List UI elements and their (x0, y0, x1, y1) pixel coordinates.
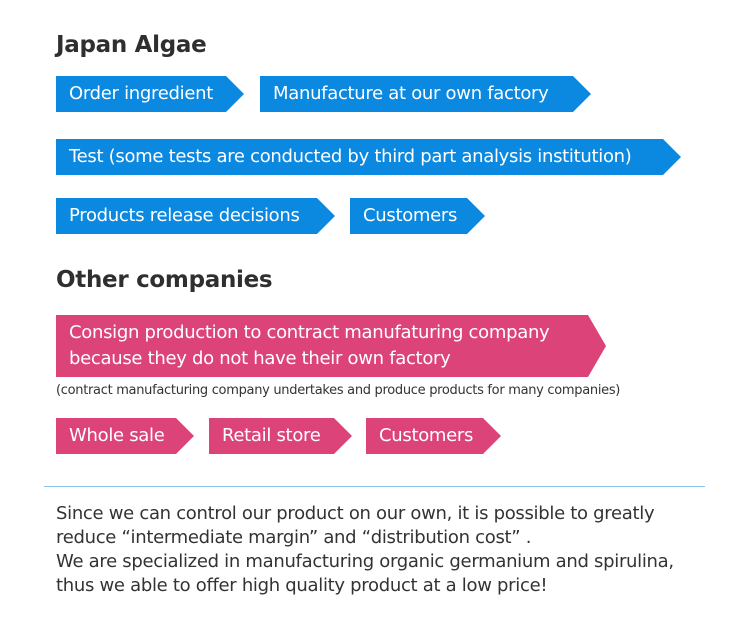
summary-line-4: thus we able to offer high quality produ… (56, 575, 548, 596)
consign-line-2: because they do not have their own facto… (69, 348, 451, 369)
step-test: Test (some tests are conducted by third … (56, 139, 681, 175)
step-order-ingredient: Order ingredient (56, 76, 244, 112)
summary-line-3: We are specialized in manufacturing orga… (56, 551, 674, 572)
summary-text: Since we can control our product on our … (56, 502, 716, 598)
step-whole-sale: Whole sale (56, 418, 194, 454)
step-customers-other: Customers (366, 418, 501, 454)
summary-line-2: reduce “intermediate margin” and “distri… (56, 527, 532, 548)
consign-line-1: Consign production to contract manufatur… (69, 322, 550, 343)
other-companies-heading: Other companies (56, 267, 273, 293)
step-release-decisions: Products release decisions (56, 198, 335, 234)
divider-line (44, 486, 705, 487)
step-customers-japan: Customers (350, 198, 485, 234)
japan-algae-heading: Japan Algae (56, 32, 207, 58)
step-retail-store: Retail store (209, 418, 352, 454)
contract-note: (contract manufacturing company undertak… (56, 383, 621, 398)
step-consign-production: Consign production to contract manufatur… (56, 315, 606, 377)
step-manufacture: Manufacture at our own factory (260, 76, 591, 112)
summary-line-1: Since we can control our product on our … (56, 503, 655, 524)
